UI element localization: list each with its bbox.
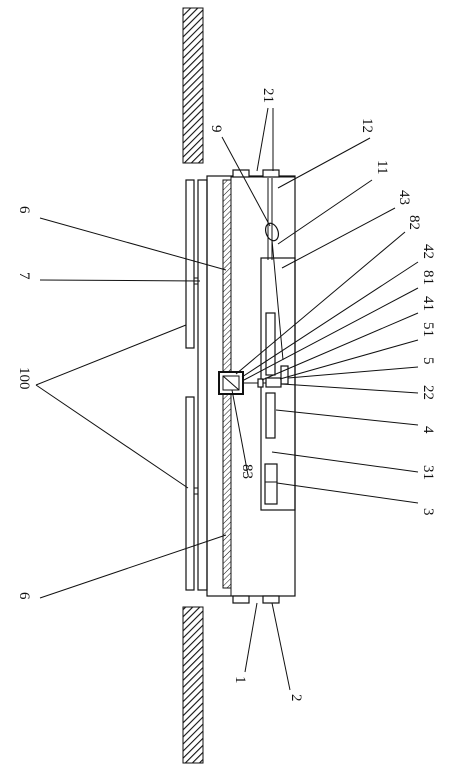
label-3: 3 [420, 508, 436, 516]
label-41: 41 [420, 296, 436, 311]
panel-middle-long [197, 179, 208, 591]
label-6-lower: 6 [16, 592, 32, 600]
slider-22 [265, 377, 282, 388]
block-31 [264, 463, 278, 505]
label-51: 51 [420, 322, 436, 337]
label-82: 82 [406, 215, 422, 230]
label-81: 81 [420, 270, 436, 285]
guide-42 [265, 312, 276, 376]
panel-upper-outer [185, 179, 195, 349]
bottom-roller-right [262, 595, 280, 604]
label-22: 22 [420, 385, 436, 400]
block-83-inner [222, 375, 240, 391]
top-roller-right [262, 169, 280, 178]
panel-lower-outer [185, 396, 195, 591]
label-4: 4 [420, 426, 436, 434]
wall-top [182, 7, 204, 164]
label-1: 1 [232, 676, 248, 684]
label-83: 83 [239, 464, 255, 479]
label-9: 9 [208, 125, 224, 133]
labels: 21 9 12 11 43 82 42 81 41 51 5 22 4 31 3… [16, 88, 436, 702]
label-43: 43 [396, 190, 412, 205]
label-12: 12 [359, 118, 375, 133]
top-roller-left [232, 169, 250, 178]
label-7: 7 [16, 272, 32, 280]
bottom-roller-left [232, 595, 250, 604]
label-5: 5 [420, 357, 436, 365]
label-11: 11 [374, 160, 390, 174]
label-42: 42 [420, 244, 436, 259]
label-6-upper: 6 [16, 206, 32, 214]
bracket-5 [280, 365, 289, 385]
guide-4 [265, 392, 276, 439]
leader-lines [35, 107, 419, 691]
block-82-diag [222, 375, 240, 391]
label-100: 100 [16, 367, 32, 390]
pin-41 [257, 378, 264, 388]
label-31: 31 [420, 465, 436, 480]
wall-bottom [182, 606, 204, 764]
cable-43 [271, 239, 284, 361]
label-21: 21 [260, 88, 276, 103]
label-2: 2 [288, 694, 304, 702]
